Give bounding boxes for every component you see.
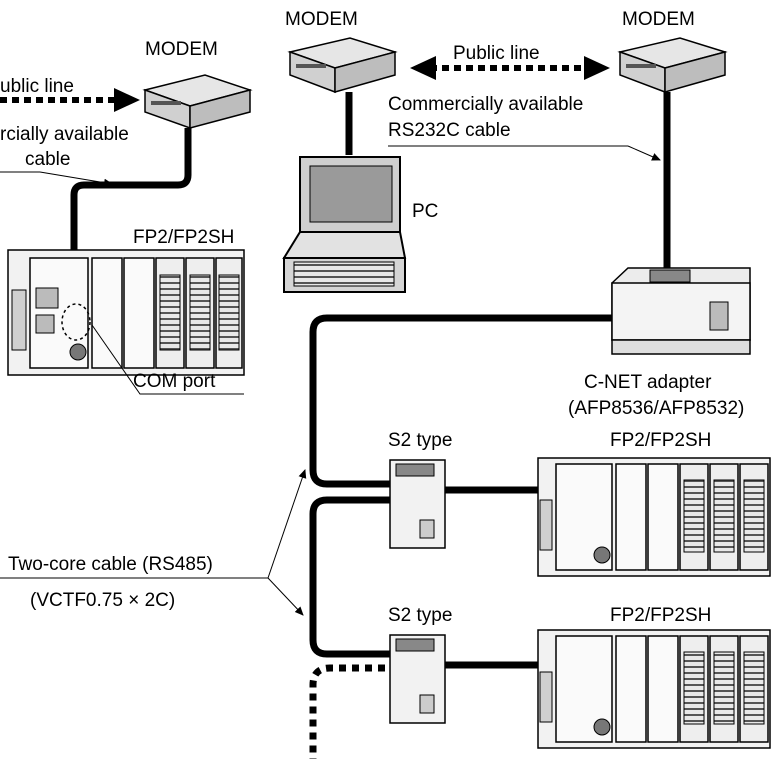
rs232c-cable-left (70, 128, 192, 318)
plc-mid-right-label: FP2/FP2SH (610, 430, 711, 451)
s2-lower-label: S2 type (388, 605, 452, 626)
s2-upper-label: S2 type (388, 430, 452, 451)
cable-right-label-line2: RS232C cable (388, 120, 511, 141)
cable-left-label-line2: cable (25, 149, 70, 170)
cable-right-label-line1: Commercially available (388, 94, 583, 115)
s2-adapter-lower (389, 634, 446, 724)
cnet-label-line1: C-NET adapter (584, 372, 712, 393)
two-core-label-line1: Two-core cable (RS485) (8, 554, 213, 575)
plc-bottom-right (537, 629, 771, 749)
rs485-cable-continuation (309, 664, 398, 759)
cable-left-label-line1: rcially available (0, 124, 129, 145)
com-port-label: COM port (133, 371, 216, 392)
plc-top-left-label: FP2/FP2SH (133, 227, 234, 248)
modem-left (142, 74, 253, 130)
rs485-cable-lower (309, 496, 398, 658)
two-core-label-line2: (VCTF0.75 × 2C) (30, 590, 175, 611)
plc-bottom-right-label: FP2/FP2SH (610, 605, 711, 626)
public-line-left-label: ublic line (0, 76, 74, 97)
cnet-adapter (611, 267, 751, 355)
public-line-left (0, 88, 140, 112)
cnet-label-line2: (AFP8536/AFP8532) (568, 398, 744, 419)
modem-left-label: MODEM (145, 39, 218, 60)
rs485-cable-upper (309, 314, 612, 488)
pc-label: PC (412, 201, 438, 222)
public-line-top-label: Public line (453, 43, 540, 64)
s2-adapter-upper (389, 459, 446, 549)
pc-laptop (282, 156, 407, 293)
plc-mid-right (537, 457, 771, 577)
modem-right (617, 37, 728, 94)
public-line-top (410, 56, 610, 80)
modem-center-label: MODEM (285, 9, 358, 30)
modem-center (287, 37, 398, 94)
plc-top-left (7, 249, 245, 376)
modem-right-label: MODEM (622, 9, 695, 30)
